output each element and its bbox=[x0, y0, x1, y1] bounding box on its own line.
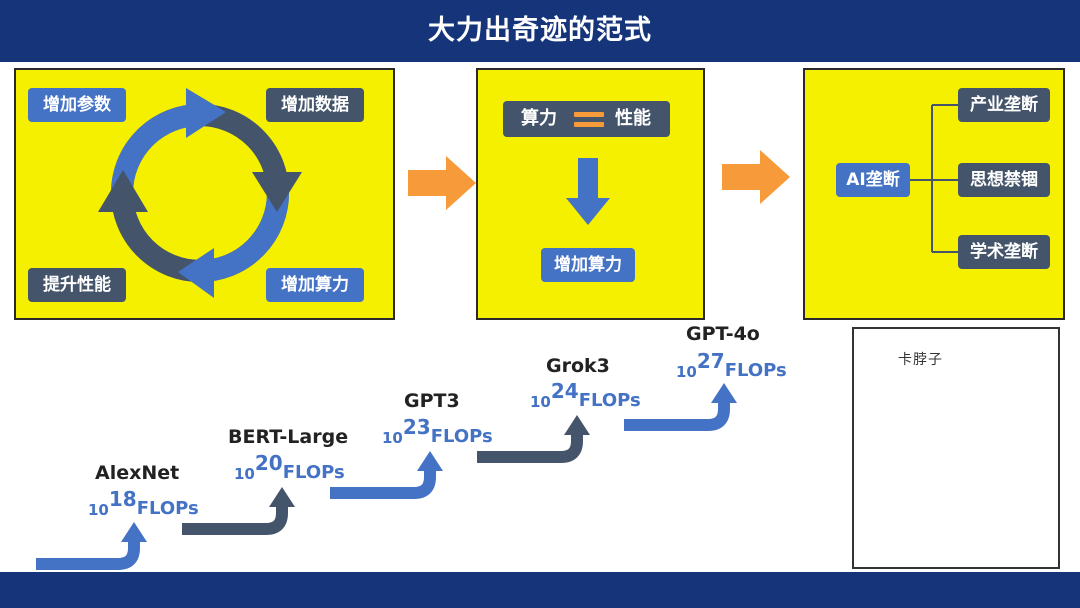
cycle-arrowhead-top bbox=[186, 88, 226, 138]
label-thought-restriction: 思想禁锢 bbox=[958, 163, 1050, 197]
label-industry-monopoly: 产业垄断 bbox=[958, 88, 1050, 122]
equals-icon bbox=[574, 112, 604, 127]
model-name-bert-large: BERT-Large bbox=[228, 426, 349, 448]
comic-panel: 卡脖子 bbox=[852, 327, 1060, 569]
model-flops-gpt3: 1023FLOPs bbox=[382, 415, 493, 447]
label-add-compute: 增加算力 bbox=[266, 268, 364, 302]
stair-arrow-4 bbox=[477, 433, 583, 463]
cycle-arrowhead-left bbox=[98, 170, 148, 212]
stair-arrow-1 bbox=[36, 540, 140, 570]
tree-connectors bbox=[910, 104, 958, 253]
stair-arrows bbox=[36, 383, 737, 570]
label-academic-monopoly: 学术垄断 bbox=[958, 235, 1050, 269]
model-flops-alexnet: 1018FLOPs bbox=[88, 487, 199, 519]
label-add-data: 增加数据 bbox=[266, 88, 364, 122]
equation-box: 算力 性能 bbox=[503, 101, 670, 137]
label-equation-result: 增加算力 bbox=[541, 248, 635, 282]
cycle-arrowhead-bottom bbox=[178, 248, 214, 298]
flow-arrow-1 bbox=[408, 156, 476, 210]
stair-arrow-5 bbox=[624, 401, 730, 431]
equation-right: 性能 bbox=[615, 108, 651, 129]
page-title: 大力出奇迹的范式 bbox=[428, 15, 652, 46]
cycle-arrowhead-right bbox=[252, 172, 302, 212]
flow-arrow-2 bbox=[722, 150, 790, 204]
model-name-alexnet: AlexNet bbox=[95, 462, 180, 484]
down-arrow bbox=[566, 158, 610, 225]
model-name-grok3: Grok3 bbox=[546, 355, 610, 377]
title-bar bbox=[0, 0, 1080, 62]
stair-arrow-3 bbox=[330, 469, 436, 499]
comic-caption: 卡脖子 bbox=[898, 352, 943, 368]
label-ai-monopoly: AI垄断 bbox=[836, 163, 910, 197]
footer-bar bbox=[0, 572, 1080, 608]
label-boost-performance: 提升性能 bbox=[28, 268, 126, 302]
model-flops-grok3: 1024FLOPs bbox=[530, 379, 641, 411]
model-name-gpt3: GPT3 bbox=[404, 390, 460, 412]
stair-arrow-2 bbox=[182, 505, 288, 535]
label-add-params: 增加参数 bbox=[28, 88, 126, 122]
model-flops-gpt-4o: 1027FLOPs bbox=[676, 349, 787, 381]
model-name-gpt-4o: GPT-4o bbox=[686, 323, 760, 345]
model-flops-bert-large: 1020FLOPs bbox=[234, 451, 345, 483]
cycle-ring bbox=[98, 88, 302, 298]
equation-left: 算力 bbox=[521, 108, 557, 129]
